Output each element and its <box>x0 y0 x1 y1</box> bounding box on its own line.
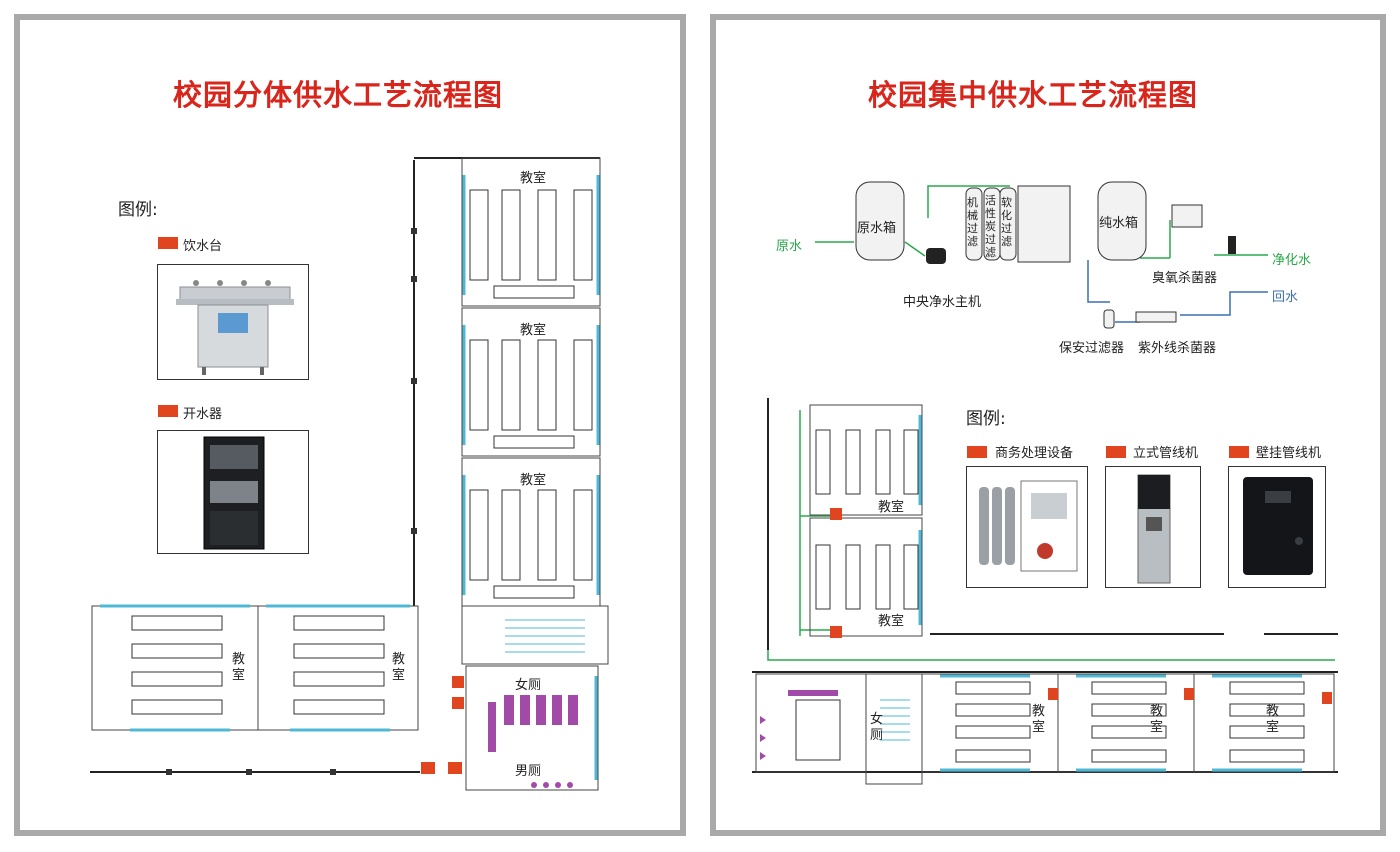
legend-label-drinking-fountain: 饮水台 <box>183 239 223 254</box>
left-classroom-1-label: 教室 <box>520 171 547 186</box>
left-men-toilet-label: 男厕 <box>515 764 542 779</box>
left-classroom-3-label: 教室 <box>520 473 547 488</box>
label-return-water: 回水 <box>1272 290 1299 305</box>
right-classroom-5-label: 教室 <box>1266 704 1280 735</box>
label-raw-water: 原水 <box>776 239 803 254</box>
legend-marker-wall-dispenser <box>1229 446 1249 458</box>
label-pure-tank: 纯水箱 <box>1099 216 1139 231</box>
right-classroom-3-label: 教室 <box>1032 704 1046 735</box>
right-classroom-2-label: 教室 <box>878 614 905 629</box>
legend-label-commercial-unit: 商务处理设备 <box>995 446 1074 461</box>
legend-label-standing-dispenser: 立式管线机 <box>1133 446 1199 461</box>
wall-dispenser-photo <box>1228 466 1326 588</box>
right-women-toilet-label: 女厕 <box>870 712 884 743</box>
legend-label-water-boiler: 开水器 <box>183 407 223 422</box>
left-legend-title: 图例: <box>118 200 158 220</box>
label-ozone: 臭氧杀菌器 <box>1152 271 1218 286</box>
standing-dispenser-photo <box>1105 466 1201 588</box>
legend-marker-water-boiler <box>158 405 178 417</box>
right-legend-title: 图例: <box>966 409 1006 429</box>
label-carbon-filter: 活性炭过滤 <box>985 194 996 259</box>
left-classroom-4-label: 教室 <box>232 652 246 683</box>
right-title: 校园集中供水工艺流程图 <box>868 78 1199 112</box>
left-women-toilet-label: 女厕 <box>515 678 542 693</box>
label-main-unit: 中央净水主机 <box>903 295 982 310</box>
left-title: 校园分体供水工艺流程图 <box>173 78 504 112</box>
label-uv: 紫外线杀菌器 <box>1138 341 1217 356</box>
label-softener: 软化过滤 <box>1001 196 1012 248</box>
label-mech-filter: 机械过滤 <box>967 196 978 248</box>
left-classroom-2-label: 教室 <box>520 323 547 338</box>
drinking-fountain-photo <box>157 264 309 380</box>
right-classroom-4-label: 教室 <box>1150 704 1164 735</box>
label-raw-tank: 原水箱 <box>857 221 897 236</box>
right-panel <box>710 14 1386 836</box>
label-purified-water: 净化水 <box>1272 253 1312 268</box>
label-security-filter: 保安过滤器 <box>1059 341 1125 356</box>
water-boiler-photo <box>157 430 309 554</box>
legend-marker-standing-dispenser <box>1106 446 1126 458</box>
commercial-unit-photo <box>966 466 1088 588</box>
left-classroom-5-label: 教室 <box>392 652 406 683</box>
legend-marker-drinking-fountain <box>158 237 178 249</box>
legend-label-wall-dispenser: 壁挂管线机 <box>1256 446 1322 461</box>
legend-marker-commercial-unit <box>967 446 987 458</box>
right-classroom-1-label: 教室 <box>878 500 905 515</box>
